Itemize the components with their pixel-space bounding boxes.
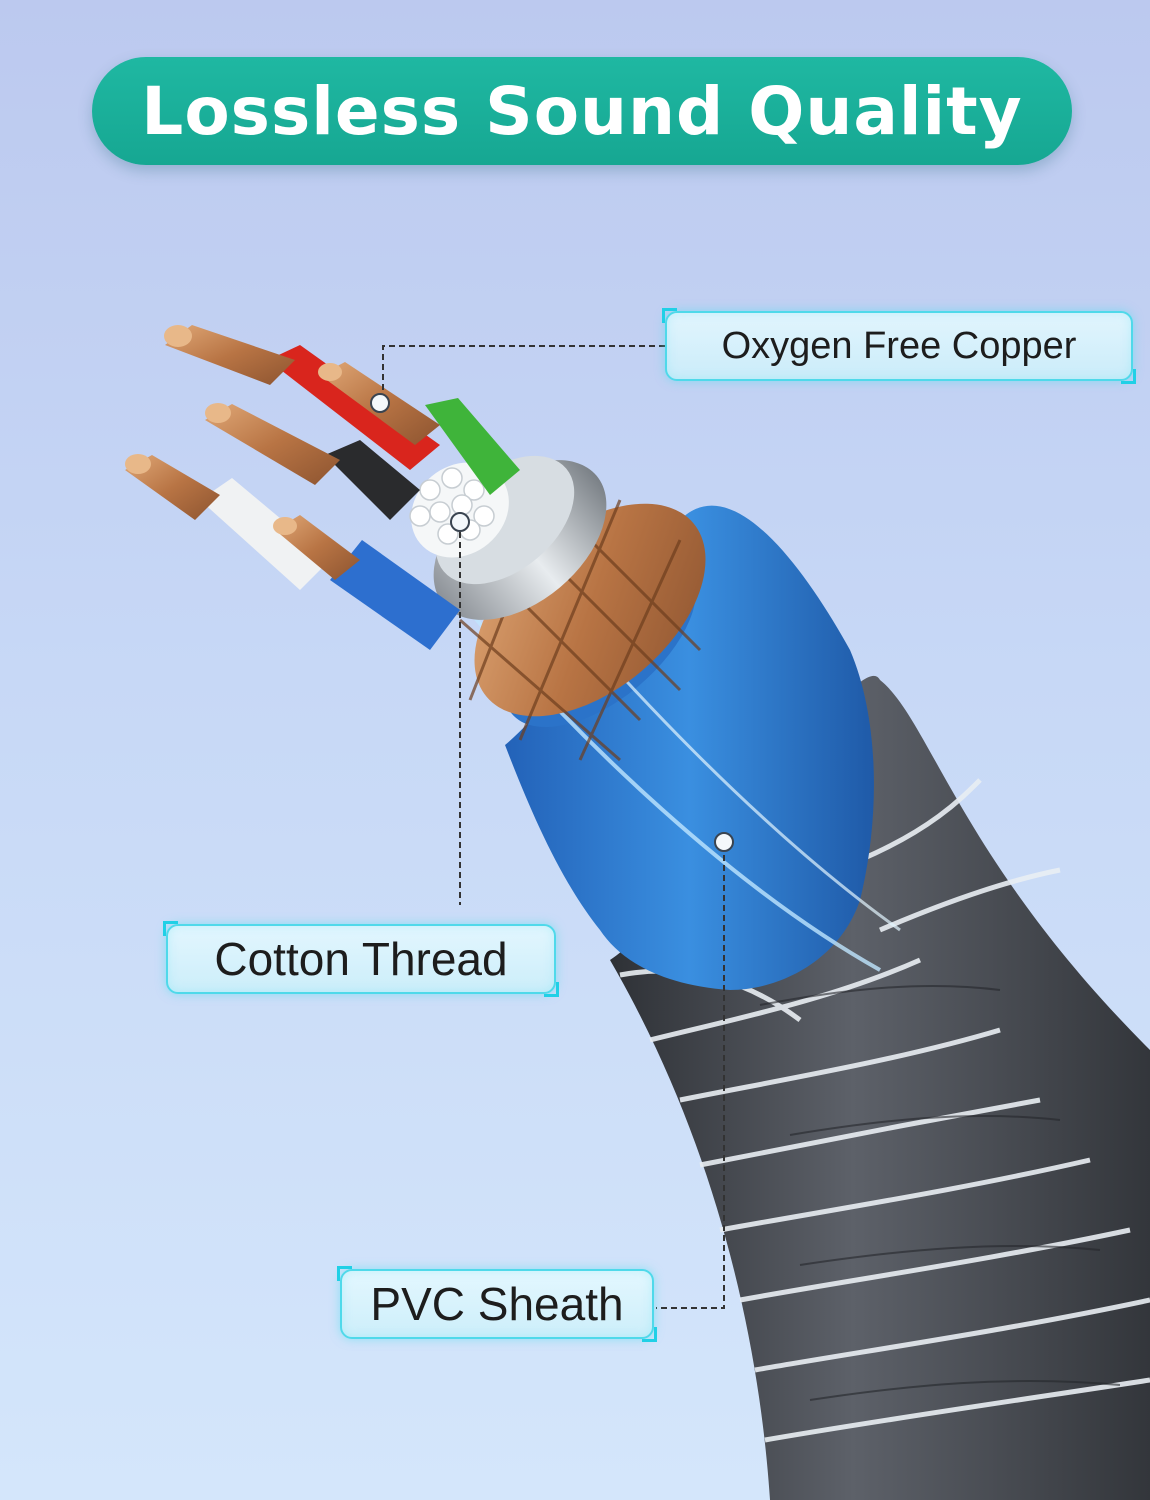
- title-banner: Lossless Sound Quality: [92, 57, 1072, 165]
- pvc-sheath-label: PVC Sheath: [337, 1266, 657, 1342]
- callout-leader-lines: [382, 345, 725, 1309]
- oxygen-free-copper-label: Oxygen Free Copper: [662, 308, 1136, 384]
- banner-title: Lossless Sound Quality: [141, 72, 1023, 150]
- cotton-thread-label: Cotton Thread: [163, 921, 559, 997]
- callout-anchor-dots: [370, 393, 734, 852]
- insulated-conductors: [200, 345, 520, 650]
